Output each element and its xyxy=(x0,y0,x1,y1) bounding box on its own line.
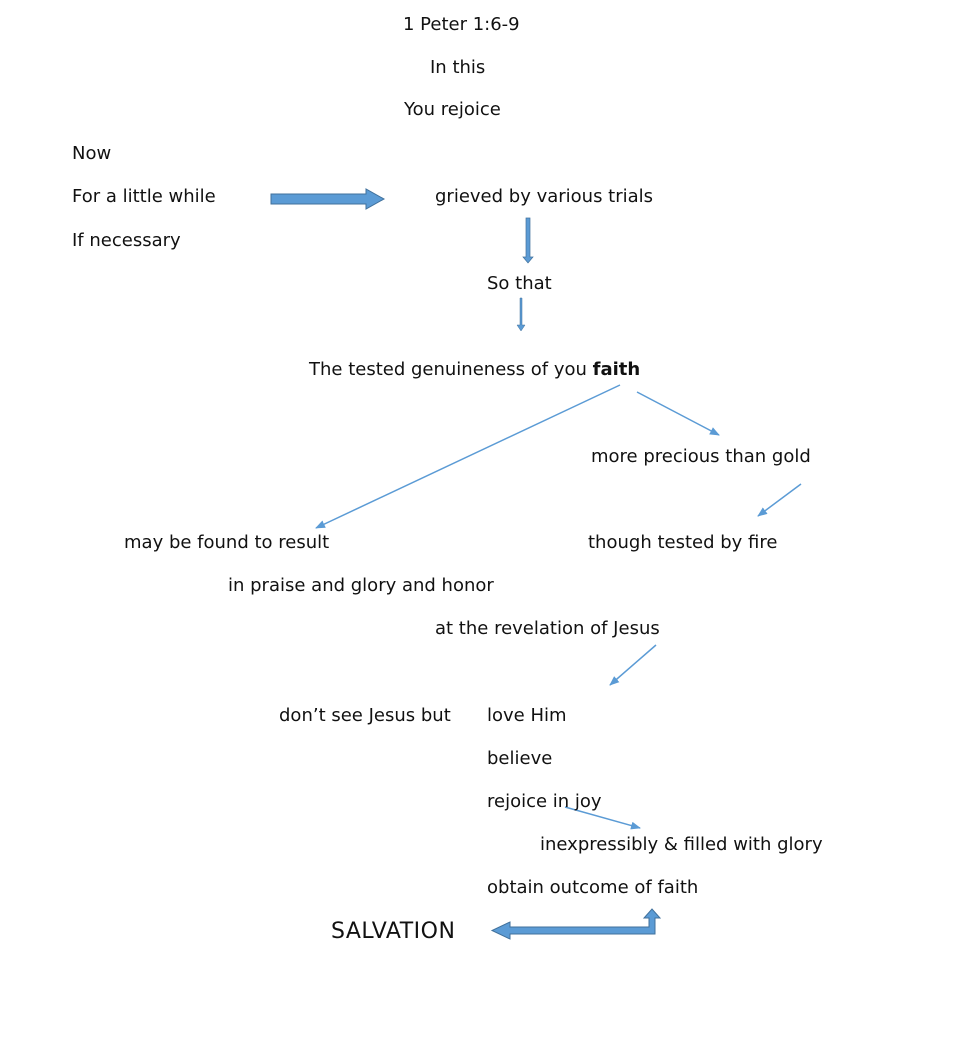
arrow-faith-to-precious xyxy=(636,391,720,436)
faith-word: faith xyxy=(592,359,641,380)
revelation: at the revelation of Jesus xyxy=(435,618,660,639)
arrow-revelation-to-love xyxy=(609,644,657,686)
dont-see: don’t see Jesus but xyxy=(279,705,451,726)
more-precious: more precious than gold xyxy=(591,446,811,467)
tested-prefix: The tested genuineness of you xyxy=(309,359,593,380)
salvation: SALVATION xyxy=(331,919,456,944)
rejoice-joy: rejoice in joy xyxy=(487,791,602,812)
inexpressibly: inexpressibly & filled with glory xyxy=(540,834,823,855)
arrow-faith-to-result xyxy=(315,384,621,529)
found-result: may be found to result xyxy=(124,532,330,553)
so-that: So that xyxy=(487,273,552,294)
block-arrow-right xyxy=(270,188,386,210)
tested-fire: though tested by fire xyxy=(588,532,778,553)
now: Now xyxy=(72,143,112,164)
love-him: love Him xyxy=(487,705,567,726)
you-rejoice: You rejoice xyxy=(404,99,501,120)
little-while: For a little while xyxy=(72,186,216,207)
obtain-outcome: obtain outcome of faith xyxy=(487,877,699,898)
if-necessary: If necessary xyxy=(72,230,181,251)
bent-arrow-to-salvation xyxy=(490,908,662,940)
arrow-gold-to-fire xyxy=(757,483,802,517)
believe: believe xyxy=(487,748,553,769)
title: 1 Peter 1:6-9 xyxy=(403,14,520,35)
in-this: In this xyxy=(430,57,486,78)
arrow-joy-to-inexpressibly xyxy=(564,806,641,830)
tested-genuineness: The tested genuineness of you faith xyxy=(309,358,640,382)
praise: in praise and glory and honor xyxy=(228,575,494,596)
arrow-grieved-to-sothat xyxy=(522,217,534,264)
arrow-sothat-to-faith xyxy=(516,297,526,332)
grieved: grieved by various trials xyxy=(435,186,654,207)
